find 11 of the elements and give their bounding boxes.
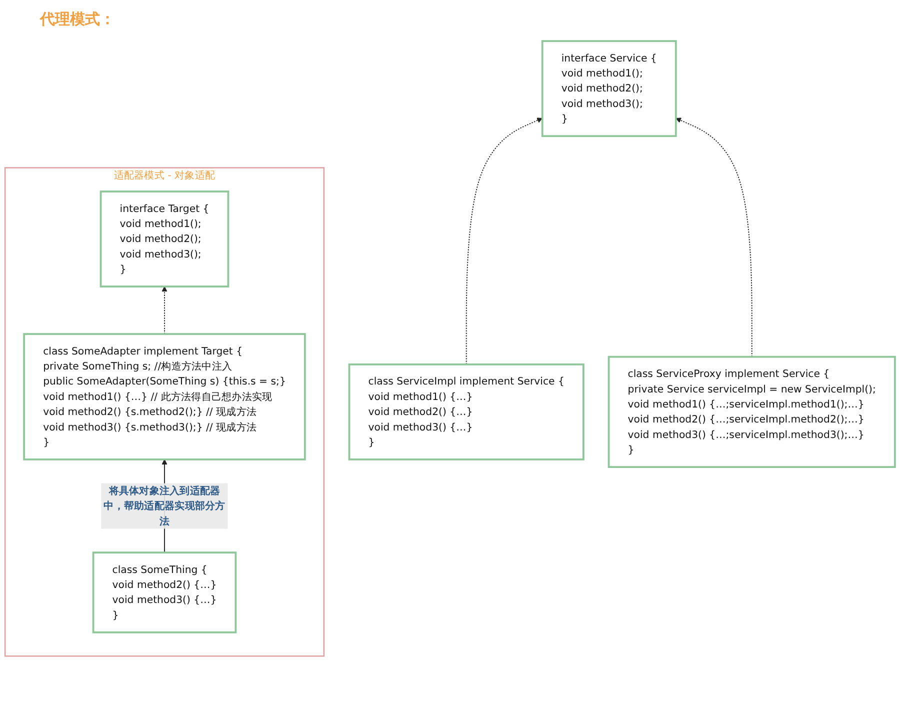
arrow <box>162 286 168 334</box>
node-box: interface Target { void method1(); void method2(); void method3(); } <box>100 190 230 288</box>
node-box: class SomeThing { void method2() {…} void method3() {…} } <box>92 552 237 634</box>
title: 代理模式： <box>40 10 115 29</box>
node-box: class SomeAdapter implement Target { private SomeThing s; //构造方法中注入 public SomeAdapter(SomeThing s) {this.s = s;} void method1() {…} // 此方法得自己想办法实现 void method2() {s.method2();} // 现成方法 void method3() {s.method3();} // 现成方法 } <box>23 333 306 460</box>
node-box: class ServiceImpl implement Service { void method1() {…} void method2() {…} void method3() {…} } <box>348 363 584 460</box>
node-box: class ServiceProxy implement Service { private Service serviceImpl = new ServiceImpl(); void method1() {…;serviceImpl.method1();…} void method2() {…;serviceImpl.method2();…} void method3() {…;serviceImpl.method3();…} } <box>608 356 896 468</box>
edge-label: 将具体对象注入到适配器中，帮助适配器实现部分方法 <box>104 484 226 527</box>
node-box: interface Service { void method1(); void method2(); void method3(); } <box>541 40 677 138</box>
arrow <box>466 118 543 365</box>
arrow <box>676 118 752 358</box>
